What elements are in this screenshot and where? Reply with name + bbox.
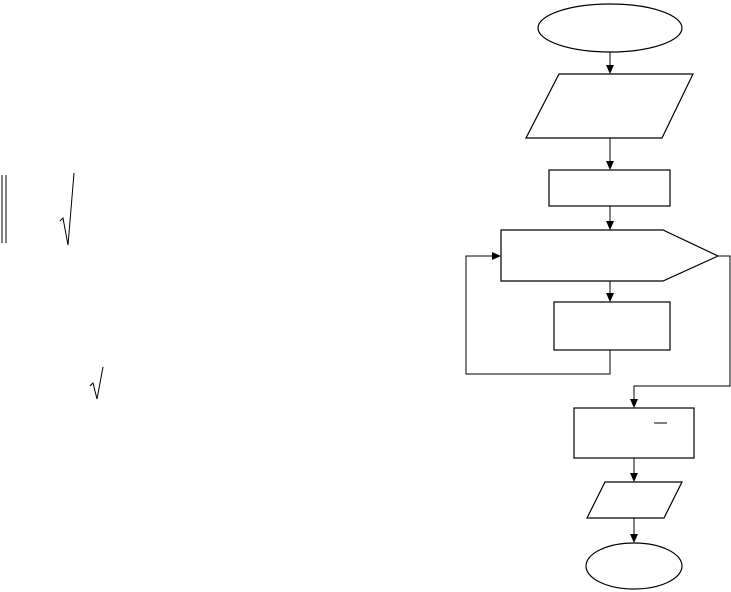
loop-body-box: [553, 301, 671, 351]
start-node: [537, 3, 683, 53]
process-2-node: [573, 407, 695, 459]
output-node: [586, 481, 683, 519]
end-node: [585, 542, 683, 590]
edge-loop-exit: [633, 255, 731, 400]
arrowhead-loop-exit: [630, 399, 638, 408]
arrowhead-loop-back: [492, 252, 501, 260]
end-terminator: [585, 542, 683, 590]
loop-body-node: [553, 301, 671, 351]
arrowhead-process-2-output: [630, 473, 638, 482]
loop-node: [500, 229, 720, 282]
left-formula-fragments: [1, 172, 104, 400]
process-1-box: [548, 169, 671, 207]
arrowhead-loop-body: [606, 293, 614, 302]
connectors: [465, 52, 731, 543]
arrowhead-process-1-loop: [606, 221, 614, 230]
input-node: [525, 73, 694, 139]
start-terminator: [537, 3, 683, 53]
arrowhead-output-end: [630, 534, 638, 543]
edge-loop-back: [465, 255, 611, 375]
sqrt-sign-large: [59, 172, 75, 246]
output-parallelogram: [586, 481, 683, 519]
arrowhead-input-process-1: [606, 161, 614, 170]
process-1-node: [548, 169, 671, 207]
process-2-box: [573, 407, 695, 459]
arrowhead-start-input: [606, 65, 614, 74]
loop-hexagon: [500, 229, 720, 282]
input-parallelogram: [525, 73, 694, 139]
sqrt-sign-small: [89, 366, 104, 400]
